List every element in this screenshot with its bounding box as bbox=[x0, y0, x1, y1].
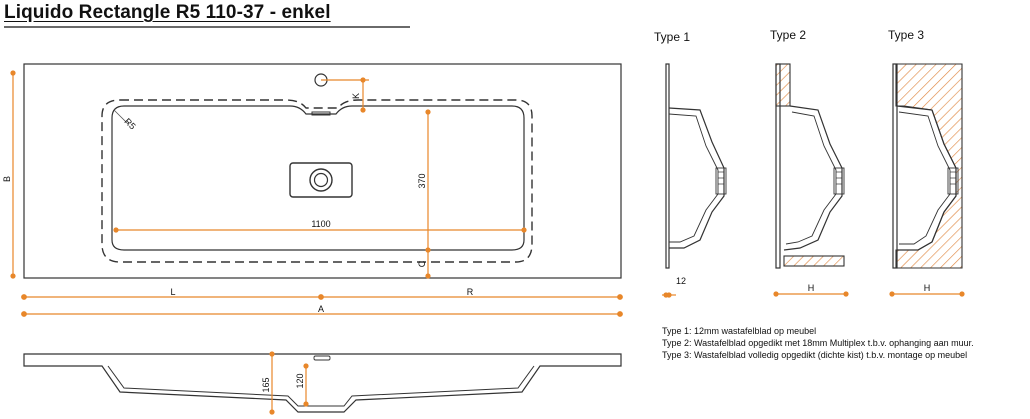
type3-label: Type 3 bbox=[888, 28, 924, 42]
dim-1100-label: 1100 bbox=[311, 219, 330, 229]
bowl-inner bbox=[111, 105, 525, 251]
dim-370-label: 370 bbox=[417, 173, 427, 188]
dim-165-label: 165 bbox=[261, 377, 271, 392]
overflow-slot bbox=[311, 111, 331, 116]
legend-type1: Type 1: 12mm wastafelblad op meubel bbox=[662, 326, 817, 336]
top-view bbox=[23, 63, 622, 279]
dim-H-type2-label: H bbox=[808, 283, 815, 293]
front-section-dimensions bbox=[269, 351, 309, 415]
type2-section bbox=[775, 63, 845, 269]
dim-C-label: C bbox=[417, 260, 427, 267]
drain-outer bbox=[309, 168, 333, 192]
type3-section bbox=[892, 63, 963, 269]
front-section bbox=[23, 353, 622, 413]
page-title: Liquido Rectangle R5 110-37 - enkel bbox=[4, 2, 331, 23]
top-view-dimensions bbox=[10, 70, 623, 317]
dim-A-label: A bbox=[318, 304, 324, 314]
dim-12-label: 12 bbox=[676, 276, 686, 286]
bowl-outer-dashed bbox=[101, 99, 533, 263]
drain-inner bbox=[313, 172, 329, 188]
type1-section bbox=[665, 63, 727, 269]
countertop-outline bbox=[23, 63, 622, 279]
legend-type2: Type 2: Wastafelblad opgedikt met 18mm M… bbox=[662, 338, 974, 348]
dim-R-label: R bbox=[467, 287, 474, 297]
type1-label: Type 1 bbox=[654, 30, 690, 44]
drain-frame bbox=[289, 162, 353, 198]
type2-dimension bbox=[773, 291, 849, 297]
type2-label: Type 2 bbox=[770, 28, 806, 42]
legend-type3: Type 3: Wastafelblad volledig opgedikt (… bbox=[662, 350, 968, 360]
type3-dimension bbox=[889, 291, 965, 297]
type1-dimension bbox=[662, 292, 676, 298]
dim-B-label: B bbox=[2, 176, 12, 182]
dim-K-label: K bbox=[351, 93, 361, 99]
dim-120-label: 120 bbox=[295, 373, 305, 388]
dim-R5-label: R5 bbox=[123, 116, 138, 131]
dim-H-type3-label: H bbox=[924, 283, 931, 293]
dim-L-label: L bbox=[170, 287, 175, 297]
